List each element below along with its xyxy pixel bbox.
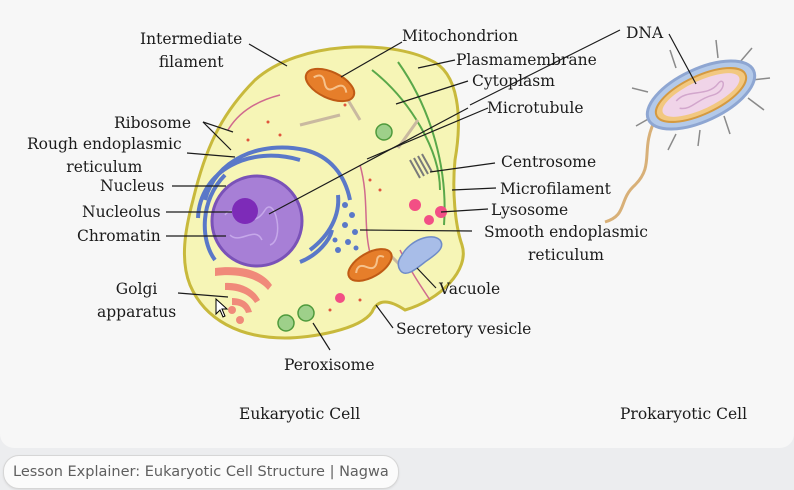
label-smooth-er-line1: Smooth endoplasmic (484, 223, 648, 241)
flagellum (604, 119, 657, 224)
label-nucleus: Nucleus (100, 177, 165, 195)
label-intermediate-filament-line2: filament (158, 53, 224, 71)
label-smooth-er: Smooth endoplasmic reticulum (484, 223, 648, 265)
label-rough-er-line2: reticulum (66, 158, 143, 176)
label-centrosome: Centrosome (501, 153, 597, 171)
cell-diagram (166, 29, 771, 351)
label-lysosome: Lysosome (491, 201, 569, 219)
golgi-apparatus (215, 267, 272, 324)
nucleus (210, 174, 304, 268)
label-ribosome: Ribosome (114, 114, 192, 132)
intermediate-filament-1 (227, 94, 281, 131)
label-intermediate-filament: Intermediate filament (140, 30, 242, 72)
leader-lines (166, 29, 697, 351)
centrosome (409, 153, 433, 179)
lysosome-4 (335, 293, 345, 303)
prokaryotic-cell (645, 59, 757, 131)
label-microtubule: Microtubule (487, 99, 584, 117)
label-smooth-er-line2: reticulum (527, 246, 605, 264)
label-cytoplasm: Cytoplasm (472, 72, 555, 90)
microtubule-1 (299, 113, 341, 127)
vacuole (397, 236, 443, 274)
smooth-er-dots (332, 202, 359, 253)
label-golgi-line1: Golgi (115, 280, 158, 298)
ribosome-dots (246, 103, 382, 312)
nucleolus (232, 198, 258, 224)
label-microfilament: Microfilament (500, 180, 611, 198)
mitochondrion-bottom (347, 248, 393, 282)
lysosome-1 (409, 199, 421, 211)
mouse-cursor-icon (215, 298, 229, 318)
label-peroxisome: Peroxisome (284, 356, 375, 374)
label-chromatin: Chromatin (77, 227, 161, 245)
caption-prokaryotic-cell: Prokaryotic Cell (620, 405, 748, 423)
microfilament-line (371, 69, 441, 191)
peroxisome-3 (375, 123, 393, 141)
label-golgi-line2: apparatus (97, 303, 177, 321)
label-plasmamembrane: Plasmamembrane (456, 51, 597, 69)
diagram-card: Intermediate filament Mitochondrion Plas… (0, 0, 794, 448)
pili (631, 39, 771, 151)
label-nucleolus: Nucleolus (82, 203, 161, 221)
caption-eukaryotic-cell: Eukaryotic Cell (239, 405, 361, 423)
source-link-title: Lesson Explainer: Eukaryotic Cell Struct… (13, 464, 389, 480)
label-golgi: Golgi apparatus (97, 280, 176, 322)
label-secretory-vesicle: Secretory vesicle (396, 320, 532, 338)
peroxisome-1 (297, 304, 315, 322)
plasma-membrane-line (397, 61, 446, 226)
label-rough-er: Rough endoplasmic reticulum (27, 135, 182, 177)
label-dna: DNA (626, 24, 664, 42)
label-mitochondrion: Mitochondrion (402, 27, 518, 45)
peroxisome-2 (277, 314, 295, 332)
label-intermediate-filament-line1: Intermediate (140, 30, 243, 48)
label-rough-er-line1: Rough endoplasmic (27, 135, 182, 153)
label-vacuole: Vacuole (439, 280, 501, 298)
source-link[interactable]: Lesson Explainer: Eukaryotic Cell Struct… (3, 455, 399, 489)
lysosome-3 (424, 215, 434, 225)
